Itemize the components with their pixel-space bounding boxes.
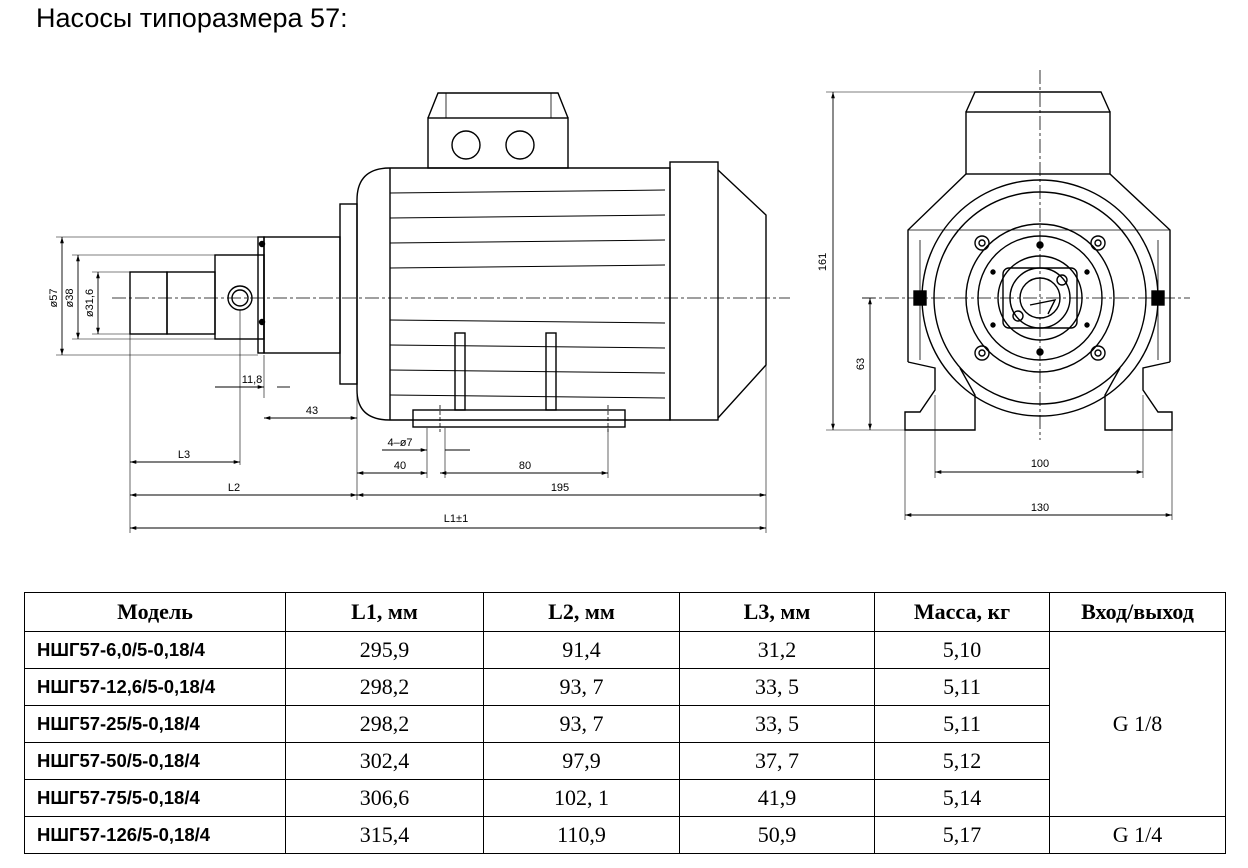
dim-195: 195 [551,482,569,494]
cell-mass: 5,10 [874,631,1050,669]
cell-mass: 5,14 [874,779,1050,817]
cell-model: НШГ57-25/5-0,18/4 [24,705,286,743]
table-row: НШГ57-6,0/5-0,18/4 295,9 91,4 31,2 5,10 … [24,631,1226,817]
cell-l2: 110,9 [483,816,680,854]
dim-11-8: 11,8 [242,374,263,386]
cell-l3: 33, 5 [679,705,875,743]
col-header-mass: Масса, кг [874,592,1050,632]
cell-l1: 298,2 [285,705,484,743]
cell-model: НШГ57-12,6/5-0,18/4 [24,668,286,706]
cell-l1: 295,9 [285,631,484,669]
pump-technical-drawing: ø57 ø38 ø31,6 11,8 43 L3 4–ø7 40 80 L2 1… [48,70,1190,533]
table-row: НШГ57-12,6/5-0,18/4 298,2 93, 7 33, 5 5,… [24,668,1226,706]
cell-model: НШГ57-6,0/5-0,18/4 [24,631,286,669]
table-row: НШГ57-126/5-0,18/4 315,4 110,9 50,9 5,17… [24,816,1226,854]
dim-d38: ø38 [64,289,76,308]
front-view-dimensions [826,91,1173,520]
cell-model: НШГ57-75/5-0,18/4 [24,779,286,817]
dim-d57: ø57 [48,289,60,308]
cell-l2: 91,4 [483,631,680,669]
dim-40: 40 [394,460,406,472]
dim-d31-6: ø31,6 [84,289,96,317]
dim-l3: L3 [178,449,190,461]
cell-l3: 50,9 [679,816,875,854]
cell-ports: G 1/4 [1049,816,1226,854]
dim-100: 100 [1031,458,1049,470]
col-header-l2: L2, мм [483,592,680,632]
cell-l3: 33, 5 [679,668,875,706]
cell-l1: 302,4 [285,742,484,780]
cooling-fins [389,189,666,399]
cell-l3: 41,9 [679,779,875,817]
front-view-dimension-labels: 161 63 100 130 [817,253,1049,514]
col-header-ports: Вход/выход [1049,592,1226,632]
table-row: НШГ57-75/5-0,18/4 306,6 102, 1 41,9 5,14 [24,779,1226,817]
cell-mass: 5,11 [874,668,1050,706]
col-header-l3: L3, мм [679,592,875,632]
cell-l3: 37, 7 [679,742,875,780]
cell-mass: 5,17 [874,816,1050,854]
side-view [112,92,790,432]
dim-80: 80 [519,460,531,472]
front-view [862,70,1190,440]
cell-model: НШГ57-50/5-0,18/4 [24,742,286,780]
cell-l1: 298,2 [285,668,484,706]
table-row: НШГ57-25/5-0,18/4 298,2 93, 7 33, 5 5,11 [24,705,1226,743]
col-header-l1: L1, мм [285,592,484,632]
table-row: НШГ57-50/5-0,18/4 302,4 97,9 37, 7 5,12 [24,742,1226,780]
cell-mass: 5,12 [874,742,1050,780]
cell-mass: 5,11 [874,705,1050,743]
page-title: Насосы типоразмера 57: [36,3,348,33]
side-view-dimensions [56,236,767,533]
dim-l1: L1±1 [444,513,468,525]
dim-63: 63 [855,358,867,370]
cell-l2: 102, 1 [483,779,680,817]
dim-l2: L2 [228,482,240,494]
cell-l3: 31,2 [679,631,875,669]
cell-l1: 315,4 [285,816,484,854]
table-header-row: Модель L1, мм L2, мм L3, мм Масса, кг Вх… [24,592,1226,632]
pump-specs-table: Модель L1, мм L2, мм L3, мм Масса, кг Вх… [24,592,1226,854]
cell-l2: 93, 7 [483,668,680,706]
cell-ports-merged: G 1/8 [1049,631,1226,817]
dim-43: 43 [306,405,318,417]
dim-130: 130 [1031,502,1049,514]
cell-l2: 93, 7 [483,705,680,743]
cell-l2: 97,9 [483,742,680,780]
side-view-dimension-labels: ø57 ø38 ø31,6 11,8 43 L3 4–ø7 40 80 L2 1… [48,289,569,525]
cell-model: НШГ57-126/5-0,18/4 [24,816,286,854]
cell-l1: 306,6 [285,779,484,817]
col-header-model: Модель [24,592,286,632]
dim-161: 161 [817,253,829,271]
dim-holes: 4–ø7 [387,437,412,449]
